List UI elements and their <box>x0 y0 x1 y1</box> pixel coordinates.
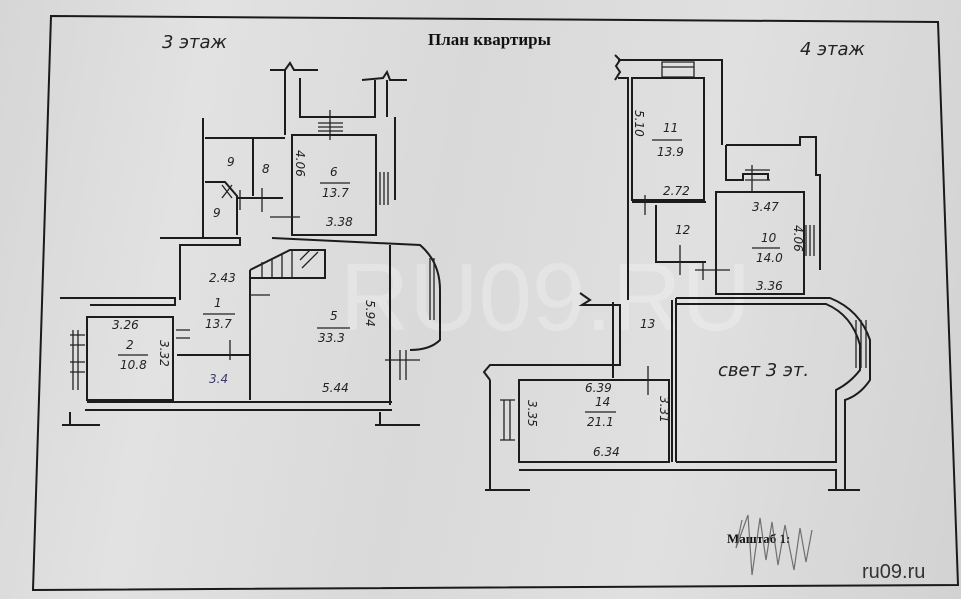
room-2-number: 2 <box>126 338 134 352</box>
room-1-width: 2.43 <box>209 271 236 285</box>
floor-3-label: 3 этаж <box>162 32 228 53</box>
room-8-number: 9 <box>227 155 235 169</box>
room-10-length: 4.06 <box>791 225 805 252</box>
corner-watermark: ru09.ru <box>862 561 925 583</box>
floor-4-label: 4 этаж <box>800 39 866 60</box>
floor-4-plan <box>482 54 871 491</box>
room-14-length-left: 3.35 <box>525 400 539 427</box>
room-10-width-top: 3.47 <box>752 200 779 214</box>
room-6-width: 3.38 <box>326 215 353 229</box>
room-10-width-bottom: 3.36 <box>756 279 783 293</box>
room-6-area: 13.7 <box>322 186 349 200</box>
room-1-area: 13.7 <box>205 317 232 331</box>
room-14-number: 14 <box>595 395 610 409</box>
room-5-length: 5.94 <box>363 300 377 327</box>
room-10-area: 14.0 <box>756 251 783 265</box>
floor-3-plan <box>60 61 441 426</box>
signature <box>735 514 813 576</box>
page-title: План квартиры <box>428 30 551 49</box>
room-14-area: 21.1 <box>587 415 614 429</box>
room-14-width-top: 6.39 <box>585 381 612 395</box>
room-9-number-label: 9 <box>213 206 221 220</box>
room-6-number: 6 <box>330 165 338 179</box>
room-12-number: 12 <box>675 223 690 237</box>
room-11-area: 13.9 <box>657 145 684 159</box>
room-2-length: 3.32 <box>157 340 171 367</box>
room-3-label: 3.4 <box>209 372 228 386</box>
room-13-number: 13 <box>640 317 655 331</box>
room-2-area: 10.8 <box>120 358 147 372</box>
sheet-frame <box>31 14 960 592</box>
room-1-number: 1 <box>214 296 222 310</box>
room-2-width: 3.26 <box>112 318 139 332</box>
room-7-number: 8 <box>262 162 270 176</box>
room-11-length: 5.10 <box>632 110 646 137</box>
room-14-length-right: 3.31 <box>657 396 671 423</box>
room-11-number: 11 <box>663 121 678 135</box>
room-5-area: 33.3 <box>318 331 345 345</box>
room-5-number: 5 <box>330 309 338 323</box>
room-14-width-bottom: 6.34 <box>593 445 620 459</box>
void-label: свет 3 эт. <box>718 360 809 381</box>
room-10-number: 10 <box>761 231 777 245</box>
room-11-width: 2.72 <box>663 184 690 198</box>
room-5-width: 5.44 <box>322 381 349 395</box>
room-6-length: 4.06 <box>293 150 307 177</box>
